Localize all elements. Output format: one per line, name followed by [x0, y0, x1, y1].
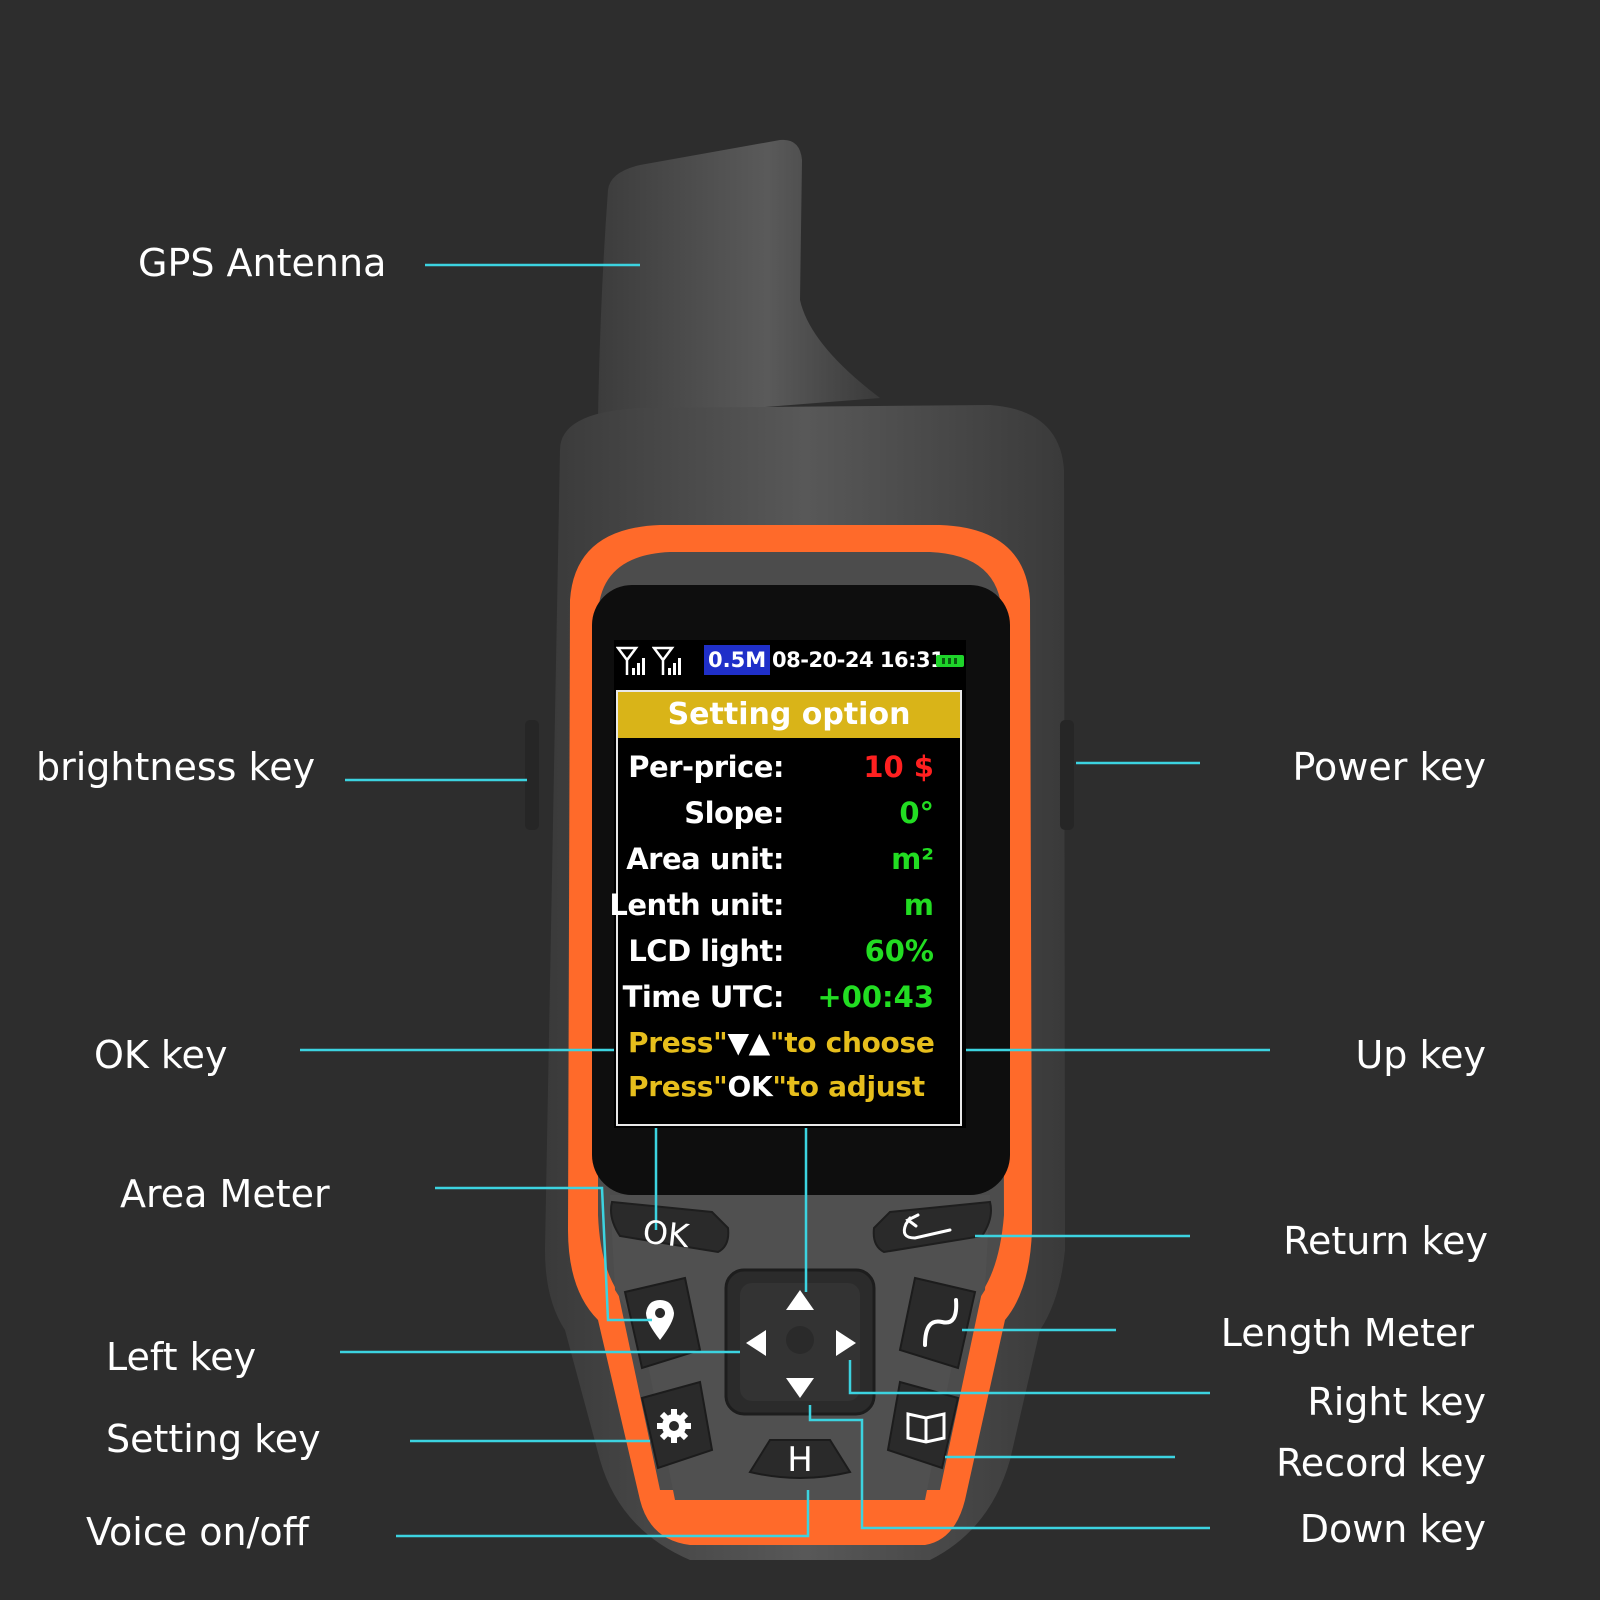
power-side-button[interactable] — [1060, 720, 1074, 830]
dpad-center — [786, 1326, 814, 1354]
label-length-meter: Length Meter — [1220, 1311, 1474, 1355]
setting-value-time-utc[interactable]: +00:43 — [817, 980, 934, 1014]
setting-label-length-unit: Lenth unit: — [609, 888, 784, 922]
ok-key-shape[interactable] — [610, 1200, 730, 1254]
label-up-key: Up key — [1355, 1033, 1486, 1077]
setting-value-length-unit[interactable]: m — [903, 888, 934, 922]
label-brightness-key: brightness key — [36, 745, 316, 789]
record-key[interactable] — [886, 1380, 960, 1470]
label-gps-antenna: GPS Antenna — [138, 241, 387, 285]
label-right-key: Right key — [1307, 1380, 1486, 1424]
accuracy-badge: 0.5M — [704, 645, 771, 675]
return-arrow-icon — [902, 1213, 952, 1240]
home-key-shape[interactable] — [748, 1439, 852, 1479]
up-arrow-icon[interactable] — [786, 1290, 814, 1310]
down-arrow-icon[interactable] — [786, 1378, 814, 1398]
label-power-key: Power key — [1292, 745, 1487, 789]
setting-value-lcd-light[interactable]: 60% — [864, 934, 934, 968]
right-arrow-icon[interactable] — [836, 1330, 856, 1356]
label-return-key: Return key — [1283, 1219, 1488, 1263]
route-curve-icon — [923, 1298, 959, 1347]
setting-value-slope[interactable]: 0° — [899, 796, 934, 830]
gear-icon — [657, 1409, 691, 1443]
label-setting-key: Setting key — [106, 1417, 321, 1461]
return-key-shape[interactable] — [872, 1200, 992, 1254]
status-datetime: 08-20-24 16:31 — [772, 648, 945, 672]
setting-title: Setting option — [618, 692, 960, 738]
ok-key-label[interactable]: OK — [641, 1212, 691, 1256]
setting-panel: Setting option Per-price: 10 $ Slope: 0°… — [609, 690, 962, 1126]
hint-choose: Press"▼▲"to choose — [628, 1026, 935, 1059]
home-key-label[interactable]: H — [787, 1440, 813, 1480]
label-voice-on-off: Voice on/off — [86, 1510, 309, 1554]
brightness-side-button[interactable] — [525, 720, 539, 830]
label-record-key: Record key — [1276, 1441, 1486, 1485]
hint-adjust: Press"OK"to adjust — [628, 1070, 925, 1103]
battery-icon — [936, 655, 964, 667]
status-bar: 0.5M 08-20-24 16:31 — [614, 640, 966, 680]
label-left-key: Left key — [106, 1335, 257, 1379]
label-ok-key: OK key — [94, 1033, 228, 1077]
setting-value-per-price[interactable]: 10 $ — [863, 750, 934, 784]
satellite-signal-icon — [652, 646, 681, 675]
lcd-screen: 0.5M 08-20-24 16:31 Setting option Per-p… — [609, 640, 966, 1128]
setting-label-slope: Slope: — [684, 796, 784, 830]
label-area-meter: Area Meter — [120, 1172, 330, 1216]
setting-label-time-utc: Time UTC: — [622, 980, 785, 1014]
setting-value-area-unit[interactable]: m² — [891, 842, 934, 876]
gps-antenna — [598, 139, 880, 421]
location-pin-icon — [646, 1300, 674, 1340]
label-down-key: Down key — [1299, 1507, 1486, 1551]
setting-label-area-unit: Area unit: — [626, 842, 784, 876]
book-icon — [906, 1412, 946, 1444]
gps-signal-icon — [616, 646, 645, 675]
setting-label-lcd-light: LCD light: — [628, 934, 784, 968]
setting-label-per-price: Per-price: — [628, 750, 784, 784]
left-arrow-icon[interactable] — [746, 1330, 766, 1356]
